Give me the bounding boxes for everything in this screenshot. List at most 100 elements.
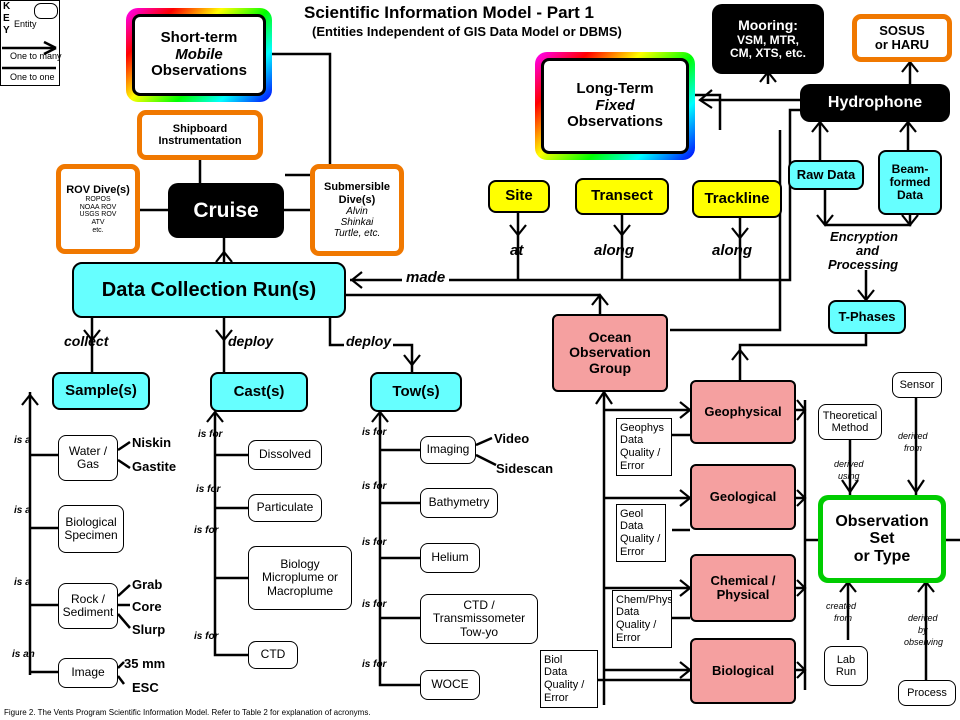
cruise-node[interactable]: Cruise (168, 183, 284, 238)
relation-along-trackline: along (712, 242, 752, 259)
rock-sediment-node[interactable]: Rock / Sediment (58, 583, 118, 629)
geophys-data-quality-node[interactable]: Geophys Data Quality / Error (616, 418, 672, 476)
rov-item-atv: ATV (91, 218, 105, 226)
tows-node[interactable]: Tow(s) (370, 372, 462, 412)
core-label: Core (132, 599, 162, 614)
imaging-node[interactable]: Imaging (420, 436, 476, 464)
is-for-helium: is for (362, 537, 387, 548)
ctd-node[interactable]: CTD (248, 641, 298, 669)
relation-collect: collect (64, 333, 109, 349)
helium-label: Helium (431, 550, 469, 565)
legend-key (0, 0, 60, 86)
image-node[interactable]: Image (58, 658, 118, 688)
encryption-line2: and (856, 243, 880, 258)
encryption-line3: Processing (828, 257, 899, 272)
derived-by-line3: observing (904, 637, 944, 647)
biological-specimen-node[interactable]: Biological Specimen (58, 505, 124, 553)
sub-line1: Submersible (323, 181, 391, 194)
geophysical-node[interactable]: Geophysical (690, 380, 796, 444)
niskin-label: Niskin (132, 435, 172, 450)
site-node[interactable]: Site (488, 180, 550, 213)
geophys-dq-line2: Data (620, 434, 644, 447)
ctd-tow-line3: Tow-yo (459, 624, 498, 639)
t-phases-node[interactable]: T-Phases (828, 300, 906, 334)
rock-line1: Rock / (70, 591, 105, 606)
slurp-label: Slurp (132, 622, 166, 637)
rov-dives-node[interactable]: ROV Dive(s) ROPOS NOAA ROV USGS ROV ATV … (56, 164, 140, 254)
relation-made: made (402, 270, 450, 285)
process-node[interactable]: Process (898, 680, 956, 706)
hydrophone-node[interactable]: Hydrophone (800, 84, 950, 122)
casts-node[interactable]: Cast(s) (210, 372, 308, 412)
long-term-line1: Long-Term (576, 80, 654, 98)
helium-node[interactable]: Helium (420, 543, 480, 573)
dissolved-label: Dissolved (258, 447, 312, 462)
ctd-label: CTD (260, 647, 286, 662)
figure-caption: Figure 2. The Vents Program Scientific I… (4, 708, 371, 717)
sub-line2: Dive(s) (338, 193, 376, 206)
chem-dq-line4: Error (616, 631, 641, 644)
key-one-to-many-label: One to many (10, 51, 62, 61)
sub-item-alvin: Alvin (346, 205, 368, 217)
particulate-node[interactable]: Particulate (248, 494, 322, 522)
shipboard-instrumentation-node[interactable]: Shipboard Instrumentation (137, 110, 263, 160)
long-term-fixed-observations-node[interactable]: Long-Term Fixed Observations (535, 52, 695, 160)
mooring-node[interactable]: Mooring: VSM, MTR, CM, XTS, etc. (712, 4, 824, 74)
rov-item-noaa: NOAA ROV (79, 203, 117, 211)
derived-using-line2: using (838, 471, 860, 481)
rov-item-ropos: ROPOS (85, 195, 111, 203)
geophys-dq-line3: Quality / (620, 447, 661, 459)
short-term-mobile-observations-node[interactable]: Short-term Mobile Observations (126, 8, 272, 102)
relation-deploy-cast: deploy (228, 333, 274, 349)
ocean-obs-line3: Group (589, 359, 631, 376)
geological-node[interactable]: Geological (690, 464, 796, 530)
chem-data-quality-node[interactable]: Chem/Phys Data Quality / Error (612, 590, 672, 648)
sub-item-shinkai: Shinkai (340, 216, 374, 228)
bio-specimen-line1: Biological (65, 514, 117, 529)
biological-node[interactable]: Biological (690, 638, 796, 704)
lab-run-line1: Lab (836, 653, 856, 666)
sosus-node[interactable]: SOSUS or HARU (852, 14, 952, 62)
beamformed-line1: Beam- (891, 161, 929, 176)
submersible-dives-node[interactable]: Submersible Dive(s) Alvin Shinkai Turtle… (310, 164, 404, 256)
ctd-transmissometer-node[interactable]: CTD / Transmissometer Tow-yo (420, 594, 538, 644)
ocean-observation-group-node[interactable]: Ocean Observation Group (552, 314, 668, 392)
chemical-physical-node[interactable]: Chemical / Physical (690, 554, 796, 622)
biology-microplume-node[interactable]: Biology Microplume or Macroplume (248, 546, 352, 610)
samples-label: Sample(s) (65, 381, 137, 399)
is-for-particulate: is for (196, 484, 221, 495)
relation-along-transect: along (594, 242, 634, 259)
theoretical-method-node[interactable]: Theoretical Method (818, 404, 882, 440)
geol-data-quality-node[interactable]: Geol Data Quality / Error (616, 504, 666, 562)
sub-item-turtle: Turtle, etc. (333, 227, 381, 239)
woce-node[interactable]: WOCE (420, 670, 480, 700)
diagram-title: Scientific Information Model - Part 1 (304, 3, 594, 22)
water-gas-node[interactable]: Water / Gas (58, 435, 118, 481)
derived-from-line1: derived (898, 431, 928, 441)
data-collection-runs-node[interactable]: Data Collection Run(s) (72, 262, 346, 318)
samples-node[interactable]: Sample(s) (52, 372, 150, 410)
beamformed-data-node[interactable]: Beam- formed Data (878, 150, 942, 215)
water-line2: Gas (76, 457, 99, 471)
beamformed-line3: Data (896, 188, 923, 203)
raw-data-node[interactable]: Raw Data (788, 160, 864, 190)
obs-set-line3: or Type (853, 547, 911, 565)
t-phases-label: T-Phases (838, 308, 896, 324)
biology-line2: Microplume or (261, 570, 339, 585)
biol-data-quality-node[interactable]: Biol Data Quality / Error (540, 650, 598, 708)
sensor-label: Sensor (899, 378, 935, 391)
bathymetry-node[interactable]: Bathymetry (420, 488, 498, 518)
trackline-node[interactable]: Trackline (692, 180, 782, 218)
tows-label: Tow(s) (392, 382, 440, 400)
transect-node[interactable]: Transect (575, 178, 669, 215)
dissolved-node[interactable]: Dissolved (248, 440, 322, 470)
trackline-label: Trackline (704, 189, 770, 207)
rov-title: ROV Dive(s) (66, 183, 130, 196)
site-label: Site (505, 187, 533, 205)
observation-set-node[interactable]: Observation Set or Type (818, 495, 946, 583)
sensor-node[interactable]: Sensor (892, 372, 942, 398)
lab-run-node[interactable]: Lab Run (824, 646, 868, 686)
obs-set-line2: Set (869, 530, 895, 548)
geological-label: Geological (709, 488, 777, 504)
